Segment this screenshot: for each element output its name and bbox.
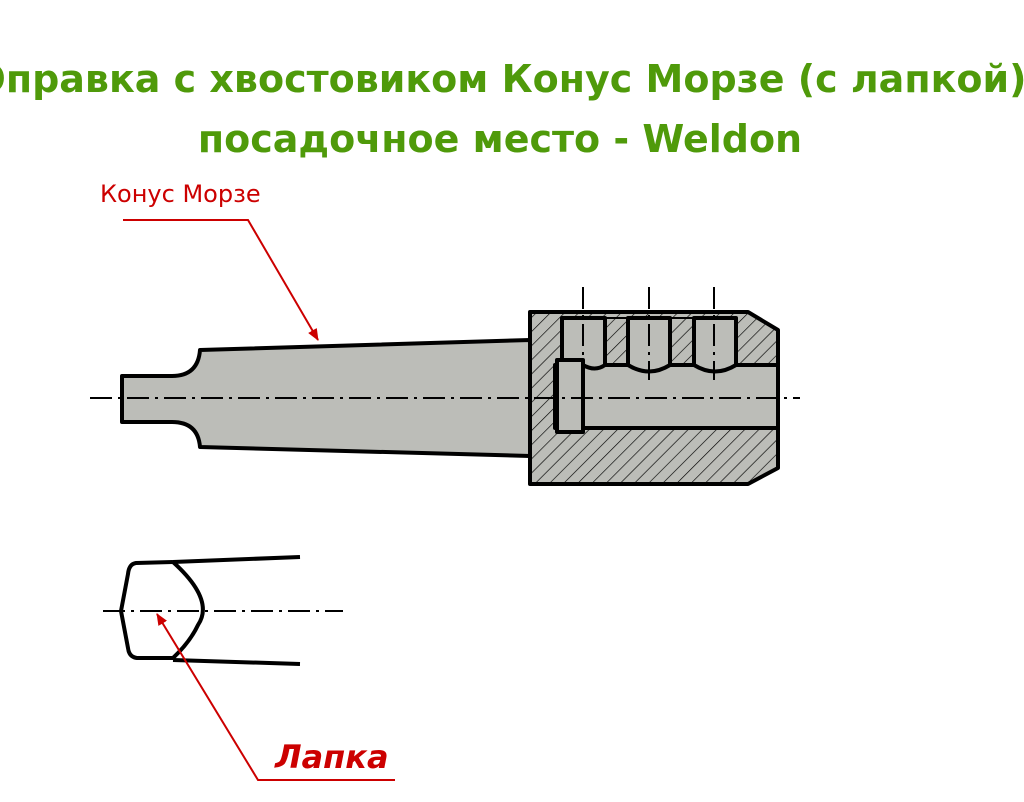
tang-arc: [171, 560, 205, 660]
tang-label: Лапка: [274, 738, 389, 776]
tang-leader: [156, 613, 395, 781]
title-line-1: Оправка с хвостовиком Конус Морзе (с лап…: [0, 57, 1024, 101]
morse-taper-label: Конус Морзе: [100, 180, 261, 208]
tang-shank-top: [172, 555, 301, 564]
stop-pin: [555, 358, 585, 434]
bore: [553, 363, 780, 430]
title-line-2: посадочное место - Weldon: [198, 117, 802, 161]
morse-taper-leader: [123, 219, 319, 341]
tang-shank-bottom: [172, 658, 301, 666]
